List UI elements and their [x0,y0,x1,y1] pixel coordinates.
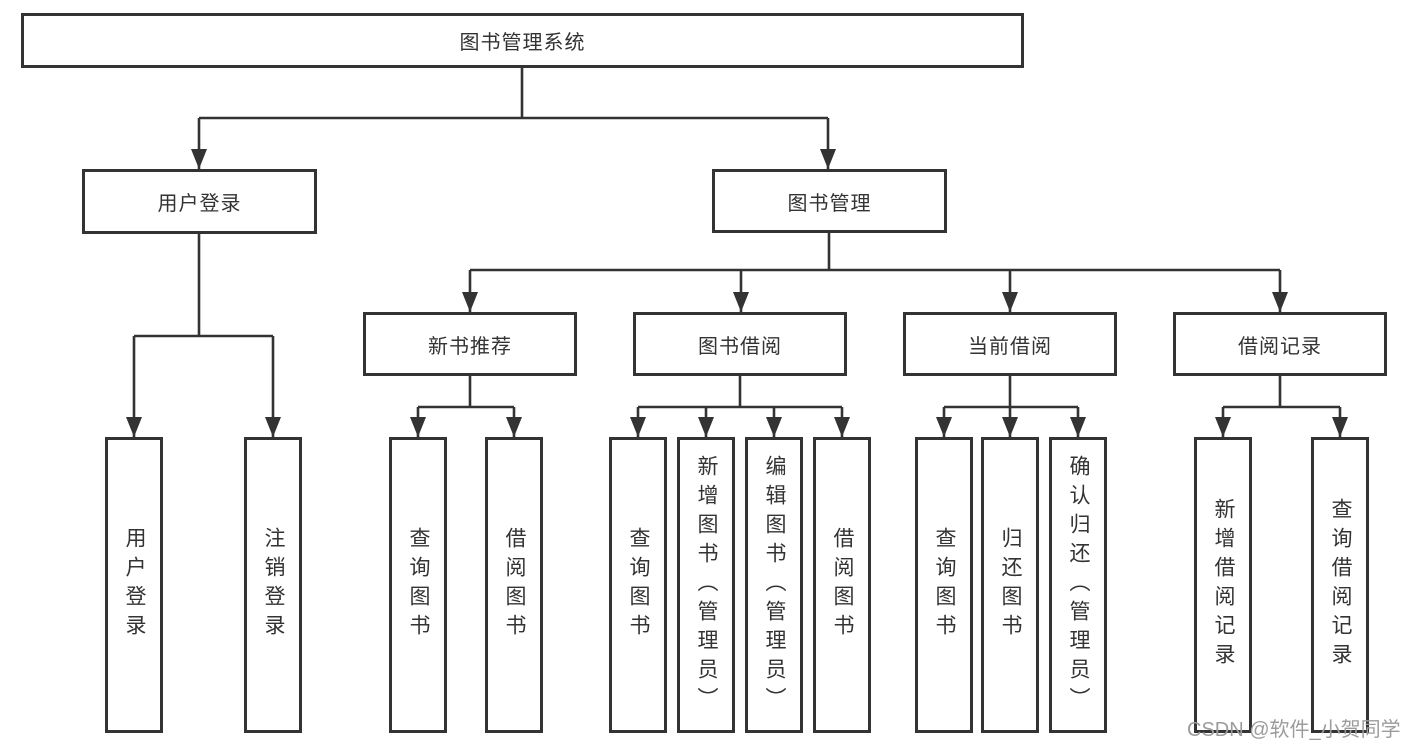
node-label: 借阅图书 [503,527,526,643]
node-label: 借阅记录 [1238,335,1322,358]
node-label: 查询图书 [407,527,430,643]
node-borrowing-records: 借阅记录 [1173,312,1387,376]
node-label: 新增借阅记录 [1212,498,1235,672]
leaf-edit-book-admin: 编辑图书（管理员） [745,437,803,733]
watermark: CSDN @软件_小贺同学 [1187,719,1401,741]
node-new-book-recommendation: 新书推荐 [363,312,577,376]
node-label: 借阅图书 [831,527,854,643]
node-label: 用户登录 [123,527,146,643]
node-label: 图书借阅 [698,335,782,358]
node-label: 查询借阅记录 [1329,498,1352,672]
node-label: 查询图书 [627,527,650,643]
leaf-query-borrow-record: 查询借阅记录 [1311,437,1369,733]
node-label: 图书管理系统 [459,32,586,54]
node-label: 注销登录 [262,527,285,643]
leaf-user-login: 用户登录 [105,437,163,733]
node-book-management: 图书管理 [712,169,947,233]
node-current-borrowing: 当前借阅 [903,312,1117,376]
node-label: 新书推荐 [428,335,512,358]
leaf-query-books-current: 查询图书 [915,437,973,733]
node-user-login: 用户登录 [82,169,317,234]
node-label: 当前借阅 [968,335,1052,358]
leaf-borrow-books-borrow: 借阅图书 [813,437,871,733]
leaf-query-books-recommend: 查询图书 [389,437,447,733]
node-book-borrowing: 图书借阅 [633,312,847,376]
node-label: 图书管理 [787,192,872,215]
node-label: 用户登录 [157,193,242,215]
node-library-management-system: 图书管理系统 [21,13,1024,68]
node-label: 归还图书 [999,527,1022,643]
leaf-borrow-books-recommend: 借阅图书 [485,437,543,733]
node-label: 确认归还（管理员） [1067,454,1090,716]
node-label: 编辑图书（管理员） [763,454,786,716]
leaf-confirm-return-admin: 确认归还（管理员） [1049,437,1107,733]
node-label: 查询图书 [933,527,956,643]
leaf-add-book-admin: 新增图书（管理员） [677,437,735,733]
leaf-return-book: 归还图书 [981,437,1039,733]
node-label: 新增图书（管理员） [695,454,718,716]
leaf-query-books-borrow: 查询图书 [609,437,667,733]
leaf-add-borrow-record: 新增借阅记录 [1194,437,1252,733]
leaf-logout: 注销登录 [244,437,302,733]
